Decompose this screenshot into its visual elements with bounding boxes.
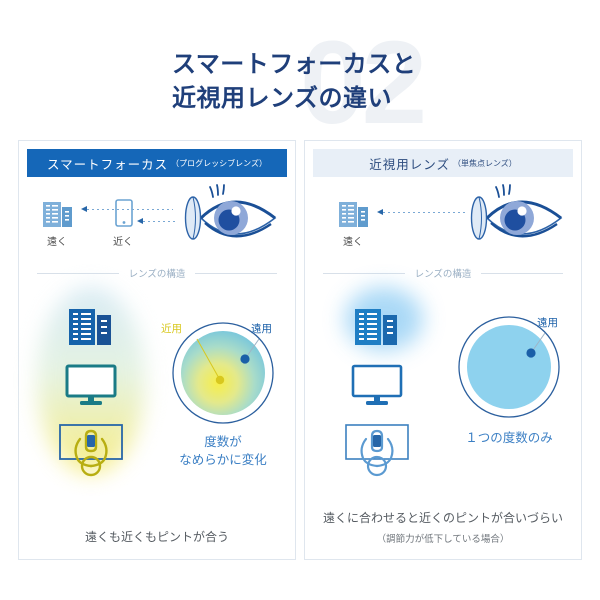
panel-header-title: 近視用レンズ <box>369 157 450 172</box>
contact-lens-icon <box>470 196 488 240</box>
lens-structure-divider: レンズの構造 <box>323 265 563 281</box>
lens-caption-single-vision: １つの度数のみ <box>439 429 579 447</box>
lens-caption-line-1: 度数が <box>204 435 242 449</box>
page-title-line-2: 近視用レンズの違い <box>172 85 393 113</box>
footer-caption: 遠くに合わせると近くのピントが合いづらい <box>322 511 563 525</box>
monitor-icon <box>351 364 403 405</box>
lens-diagram-single-vision: 遠用 <box>453 311 565 428</box>
panel-body-smart-focus: 近用 遠用 度数が なめらかに変化 <box>19 281 295 533</box>
contact-lens-icon <box>184 196 202 240</box>
panel-header-title: スマートフォーカス <box>47 157 169 172</box>
panel-header-subtitle: （プログレッシブレンズ） <box>171 158 267 168</box>
person-with-phone-icon <box>59 424 123 477</box>
panel-footer-smart-focus: 遠くも近くもピントが合う <box>19 528 295 545</box>
buildings-icon <box>69 309 111 345</box>
focus-diagram-myopia-lens: 遠く <box>305 183 581 261</box>
lens-caption-line-2: なめらかに変化 <box>179 453 267 468</box>
lens-caption-progressive: 度数が なめらかに変化 <box>153 433 293 469</box>
monitor-icon <box>65 364 117 405</box>
label-near-distance: 近く <box>113 237 133 248</box>
lens-circle-graphic <box>458 316 560 418</box>
page-title-block: 02 スマートフォーカスと 近視用レンズの違い <box>0 24 600 142</box>
focus-diagram-smart-focus: 遠く 近く <box>19 183 295 261</box>
buildings-icon <box>339 202 368 227</box>
page-title: スマートフォーカスと 近視用レンズの違い <box>172 48 416 116</box>
panel-body-myopia-lens: 遠用 １つの度数のみ <box>305 281 581 533</box>
lens-structure-divider: レンズの構造 <box>37 265 277 281</box>
person-with-phone-icon <box>345 424 409 477</box>
lens-label-far: 遠用 <box>251 323 272 335</box>
lens-label-near: 近用 <box>161 323 182 335</box>
lens-circle-graphic <box>172 322 274 424</box>
light-path-arrow-far <box>377 209 465 215</box>
divider-line-left <box>323 272 405 274</box>
smartphone-icon <box>115 199 133 227</box>
lens-caption-line-1: １つの度数のみ <box>465 431 553 445</box>
divider-line-right <box>195 272 277 274</box>
lens-label-far: 遠用 <box>537 317 558 329</box>
label-far-distance: 遠く <box>47 237 67 248</box>
panel-footer-myopia-lens: 遠くに合わせると近くのピントが合いづらい （調節力が低下している場合） <box>305 509 581 545</box>
footer-note: （調節力が低下している場合） <box>376 534 510 545</box>
panel-smart-focus: スマートフォーカス （プログレッシブレンズ） 遠く <box>18 140 296 560</box>
object-stack <box>323 287 431 477</box>
lens-diagram-progressive: 近用 遠用 <box>161 317 279 434</box>
panel-header-smart-focus: スマートフォーカス （プログレッシブレンズ） <box>27 149 287 177</box>
label-far-distance: 遠く <box>343 237 363 248</box>
divider-line-right <box>481 272 563 274</box>
page-title-line-1: スマートフォーカスと <box>172 51 417 78</box>
divider-line-left <box>37 272 119 274</box>
eye-icon <box>470 184 563 240</box>
footer-caption: 遠くも近くもピントが合う <box>84 530 229 544</box>
light-path-arrow-far <box>81 206 173 212</box>
buildings-icon <box>355 309 397 345</box>
object-stack <box>37 287 145 477</box>
eye-icon <box>184 184 277 240</box>
panel-header-myopia-lens: 近視用レンズ （単焦点レンズ） <box>313 149 573 177</box>
panel-myopia-lens: 近視用レンズ （単焦点レンズ） 遠く <box>304 140 582 560</box>
divider-label: レンズの構造 <box>128 269 186 280</box>
divider-label: レンズの構造 <box>414 269 472 280</box>
light-path-arrow-near <box>137 218 175 224</box>
section-number-watermark: 02 <box>300 17 427 149</box>
buildings-icon <box>43 202 72 227</box>
panel-header-subtitle: （単焦点レンズ） <box>452 158 517 168</box>
